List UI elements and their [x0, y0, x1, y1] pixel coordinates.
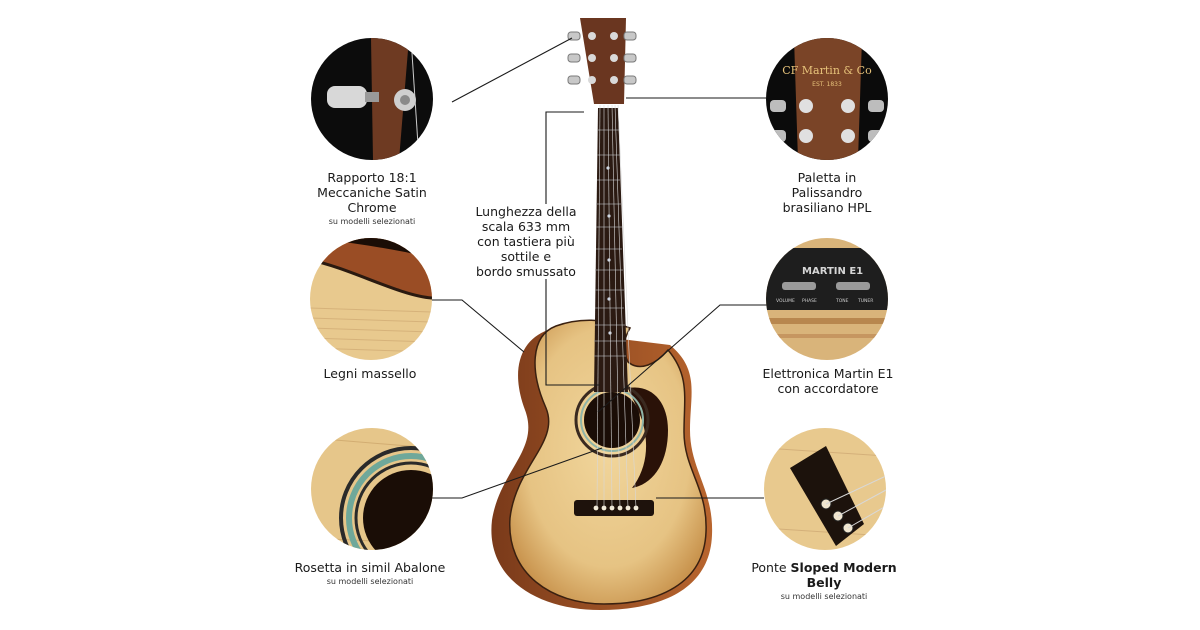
electronics-closeup-image: MARTIN E1 VOLUME PHASE TONE TUNER	[766, 238, 888, 360]
bridge-note: su modelli selezionati	[780, 592, 868, 601]
fretboard	[594, 108, 628, 392]
electronics-label: Elettronica Martin E1 con accordatore	[762, 366, 894, 396]
svg-text:MARTIN E1: MARTIN E1	[802, 266, 863, 277]
tuners-note: su modelli selezionati	[328, 217, 416, 226]
svg-text:VOLUME: VOLUME	[776, 298, 795, 304]
tuner-closeup-image	[311, 38, 433, 160]
connector-lines	[430, 37, 768, 499]
bridge-closeup-image	[764, 428, 886, 550]
solid-wood-closeup-image	[310, 238, 432, 360]
svg-text:EST. 1833: EST. 1833	[812, 81, 842, 88]
rosette-label: Rosetta in simil Abalone su modelli sele…	[272, 560, 468, 587]
pickguard	[628, 387, 668, 488]
woods-label: Legni massello	[323, 366, 417, 381]
svg-text:PHASE: PHASE	[802, 298, 817, 304]
svg-text:TONE: TONE	[835, 298, 849, 304]
bridge-label-bold: Sloped Modern Belly	[790, 560, 897, 590]
scale-length-label: Lunghezza della scala 633 mm con tastier…	[468, 204, 584, 279]
rosette-closeup-image	[311, 428, 433, 550]
tuners-label: Rapporto 18:1 Meccaniche Satin Chrome su…	[296, 170, 448, 227]
svg-text:CF Martin & Co: CF Martin & Co	[782, 64, 872, 77]
headstock-label: Paletta in Palissandro brasiliano HPL	[782, 170, 872, 215]
headstock	[580, 18, 626, 104]
svg-text:TUNER: TUNER	[857, 298, 873, 304]
rosette-note: su modelli selezionati	[326, 577, 414, 586]
bridge-label: Ponte Sloped Modern Belly su modelli sel…	[736, 560, 912, 602]
headstock-closeup-image: CF Martin & Co EST. 1833	[766, 38, 888, 160]
